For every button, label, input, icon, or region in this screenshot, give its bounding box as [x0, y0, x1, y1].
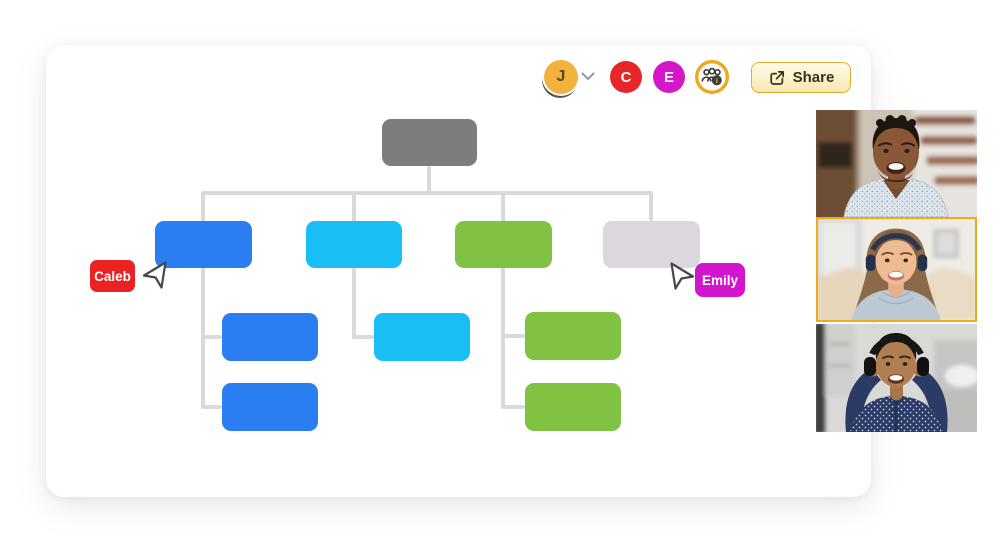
video-participant-1[interactable]: [816, 110, 977, 217]
connector-drop-green: [501, 193, 505, 409]
node-leaf-blue-2[interactable]: [222, 383, 318, 431]
svg-text:i: i: [716, 76, 718, 85]
connector-stub-green-1: [503, 334, 525, 338]
node-leaf-blue-1[interactable]: [222, 313, 318, 361]
node-leaf-green-2[interactable]: [525, 383, 621, 431]
collaborator-name-tag-caleb: Caleb: [90, 260, 135, 292]
connector-stub-blue-1: [203, 335, 222, 339]
video-participant-2-active[interactable]: [816, 217, 977, 322]
connector-stub-blue-2: [203, 405, 222, 409]
connector-stub-green-2: [503, 405, 525, 409]
connector-drop-blue: [201, 193, 205, 409]
collaborator-avatar-e[interactable]: E: [653, 61, 685, 93]
node-branch-cyan[interactable]: [306, 221, 402, 268]
share-button[interactable]: Share: [751, 62, 851, 93]
connector-stub-cyan: [354, 335, 374, 339]
node-branch-lavender[interactable]: [603, 221, 700, 268]
connector-drop-lavender: [649, 193, 653, 221]
share-button-label: Share: [792, 69, 835, 86]
video-participant-3[interactable]: [816, 324, 977, 432]
collaborator-name-tag-emily: Emily: [695, 263, 745, 297]
node-root[interactable]: [382, 119, 477, 166]
current-user-avatar[interactable]: J: [544, 60, 578, 94]
node-branch-blue[interactable]: [155, 221, 252, 268]
node-leaf-green-1[interactable]: [525, 312, 621, 360]
collaborator-cursor-emily: [670, 262, 695, 290]
collaborators-info-icon[interactable]: i: [694, 59, 730, 95]
share-icon: [769, 70, 784, 85]
node-leaf-cyan-1[interactable]: [374, 313, 470, 361]
connector-root-drop: [427, 166, 431, 193]
chevron-down-icon[interactable]: [581, 72, 595, 81]
collaborator-cursor-caleb: [142, 261, 167, 289]
node-branch-green[interactable]: [455, 221, 552, 268]
connector-bus: [201, 191, 653, 195]
collaborator-avatar-c[interactable]: C: [610, 61, 642, 93]
